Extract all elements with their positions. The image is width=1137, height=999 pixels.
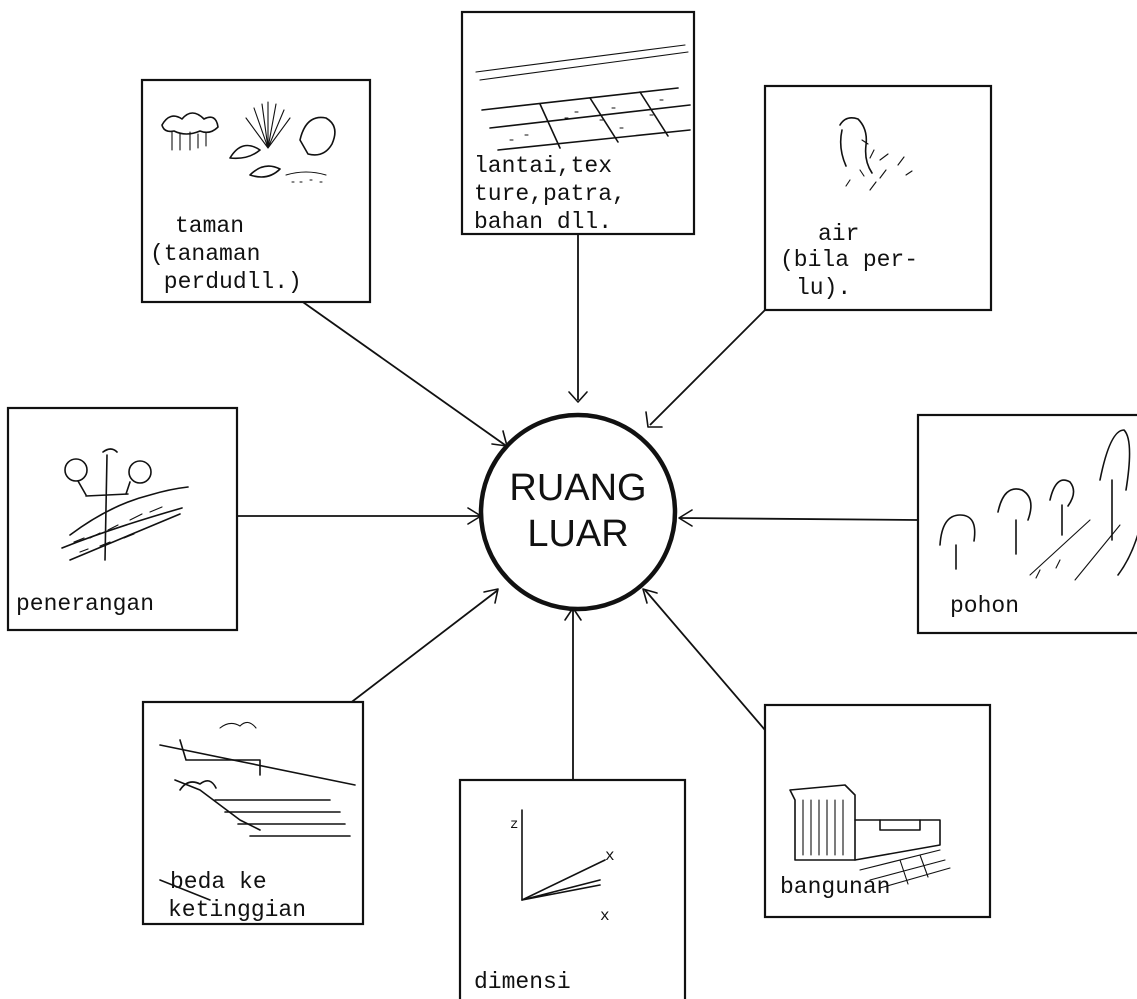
node-lantai: lantai,tex ture,patra, bahan dll. [460,10,696,236]
floor-tiles-icon [475,44,691,151]
plants-icon [161,101,336,183]
node-penerangan: penerangan [6,406,239,632]
node-beda: beda ke ketinggian [141,700,365,926]
arrowhead-lantai [568,391,588,403]
dimensi-axis-x1: x [605,847,615,865]
beda-label-line1: beda ke [170,869,267,895]
arrowhead-air [645,411,663,428]
air-box [763,84,993,312]
penerangan-box [6,406,239,632]
center-label-line1: RUANG [509,467,646,509]
connector-taman [299,299,506,446]
lantai-label-line1: lantai,tex [474,153,612,179]
node-air: air (bila per- lu). [763,84,993,312]
beda-box [141,700,365,926]
taman-label-line1: taman [175,213,244,239]
air-label-line1: air [818,221,859,247]
beda-label-line2: ketinggian [168,897,306,923]
node-pohon: pohon [916,413,1137,635]
dimensi-axis-x2: x [600,907,610,925]
bangunan-label: bangunan [780,874,890,900]
air-label-line3: lu). [796,275,851,301]
pohon-box [916,413,1137,635]
trees-icon [939,429,1137,581]
arrowhead-beda [483,588,499,604]
center-circle [478,412,678,612]
air-label-line2: (bila per- [780,247,918,273]
node-bangunan: bangunan [763,703,992,919]
center-node: RUANG LUAR [478,412,678,612]
penerangan-label: penerangan [16,591,154,617]
stairs-icon [159,721,356,901]
connector-pohon [679,517,919,521]
taman-label-line2: (tanaman [150,241,260,267]
center-label-line2: LUAR [527,513,628,555]
dimensi-label: dimensi [474,969,571,995]
arrowhead-bangunan [642,588,658,604]
taman-label-line3: perdudll.) [150,269,302,295]
pohon-label: pohon [950,593,1019,619]
connector-bangunan [644,589,766,731]
lantai-label-line3: bahan dll. [474,209,612,235]
water-fountain-icon [839,117,913,191]
node-taman: taman (tanaman perdudll.) [140,78,372,304]
lantai-label-line2: ture,patra, [474,181,626,207]
dimensi-axis-z: z [510,817,518,833]
node-dimensi: z x x dimensi [458,778,687,999]
xyz-axes-icon [521,809,606,901]
street-lamp-icon [61,448,189,561]
arrowhead-pohon [678,509,693,527]
building-icon [789,784,951,889]
connector-air [649,309,766,426]
